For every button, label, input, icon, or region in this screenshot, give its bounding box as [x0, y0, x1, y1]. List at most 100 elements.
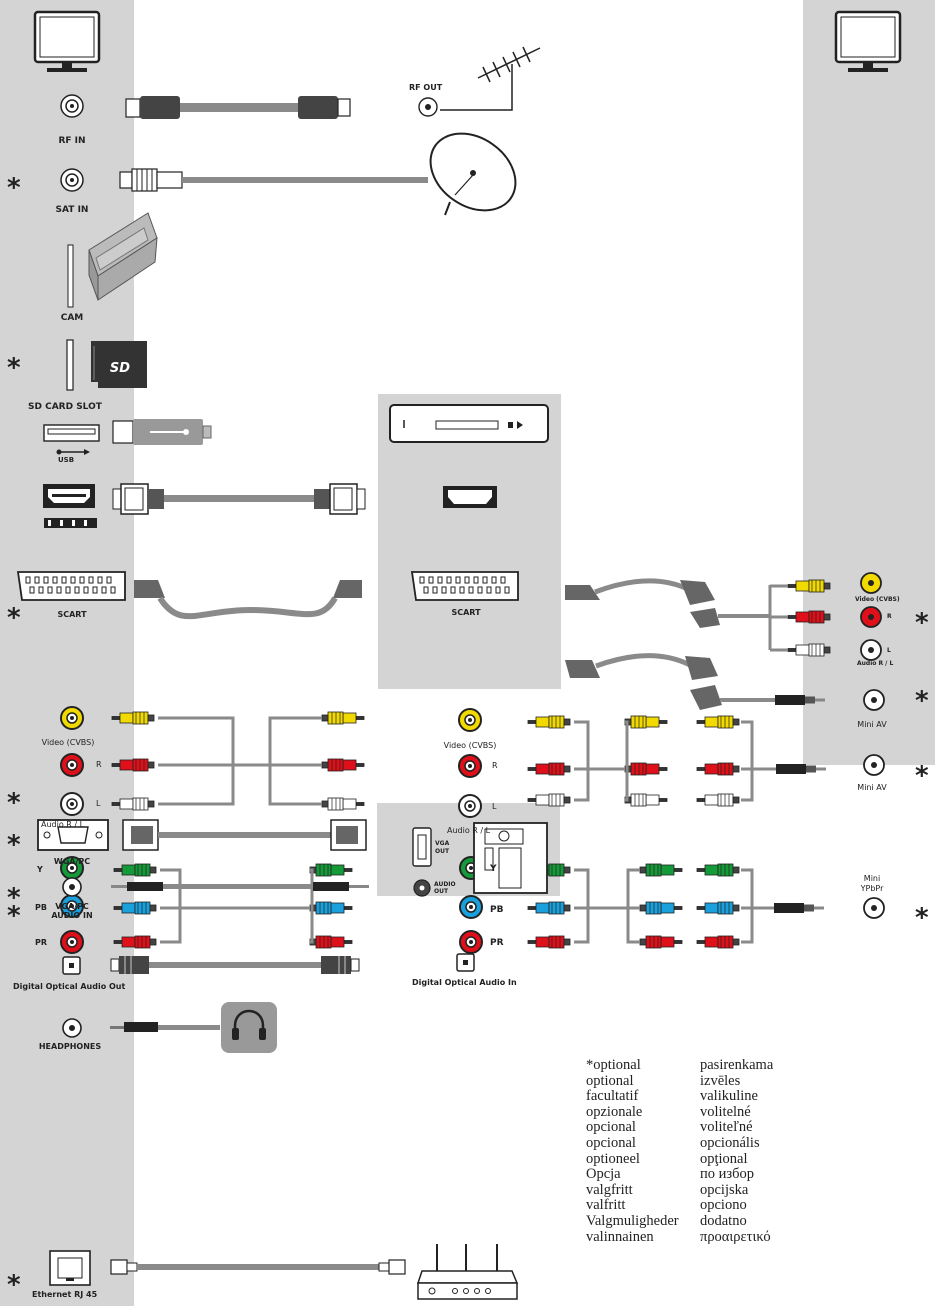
rca-plug: [111, 711, 155, 725]
vga-audio-in-port[interactable]: [62, 877, 82, 897]
rca-plug: [527, 793, 571, 807]
right-jack-video[interactable]: [860, 572, 882, 594]
scart-pin: [446, 576, 452, 584]
vga-audio-in-label-2: AUDIO IN: [51, 911, 93, 920]
mini-av-jack-1[interactable]: [863, 689, 885, 711]
headphones-icon: [221, 1002, 277, 1053]
scart-pin: [47, 586, 53, 594]
right-jack-r[interactable]: [860, 606, 882, 628]
tv-optical-out-port[interactable]: [62, 956, 81, 975]
player-audio-rl-label: Audio R / L: [447, 826, 491, 835]
player-composite-jack[interactable]: [458, 794, 482, 818]
right-video-label: Video (CVBS): [855, 596, 900, 603]
legend-item: valinnainen: [586, 1228, 654, 1245]
player-component-jack[interactable]: [459, 930, 483, 954]
player-composite-jack[interactable]: [458, 754, 482, 778]
hdmi-port[interactable]: [43, 484, 95, 508]
optional-marker-composite: *: [7, 788, 21, 818]
player-optical-in-port[interactable]: [456, 953, 475, 972]
scart-pin: [468, 586, 474, 594]
cam-slot[interactable]: [67, 244, 74, 308]
scart-pin: [464, 576, 470, 584]
scart-pin: [459, 586, 465, 594]
tv-component-jack[interactable]: [60, 930, 84, 954]
legend-item: volitelné: [700, 1103, 751, 1120]
rca-plug: [527, 901, 571, 915]
usb-port[interactable]: [43, 424, 100, 442]
ethernet-port[interactable]: [49, 1250, 91, 1286]
cam-module-icon: [88, 212, 158, 301]
legend-item: opcional: [586, 1119, 636, 1136]
rca-plug: [113, 935, 157, 949]
scart-pin: [92, 586, 98, 594]
mini-av-jack-2[interactable]: [863, 754, 885, 776]
right-audio-rl-label: Audio R / L: [857, 660, 894, 667]
scart-pin: [56, 586, 62, 594]
cable-line: [160, 868, 182, 944]
rf-in-port[interactable]: [60, 94, 84, 118]
scart-pin: [473, 576, 479, 584]
tv-scart-port[interactable]: [16, 571, 126, 601]
scart-pin: [500, 576, 506, 584]
tv-pr-label: PR: [35, 938, 48, 947]
headphones-port[interactable]: [62, 1018, 82, 1038]
cable-line: [574, 868, 590, 944]
legend-item: valfritt: [586, 1197, 626, 1214]
player-hdmi-port[interactable]: [443, 486, 497, 508]
tv-composite-jack[interactable]: [60, 706, 84, 730]
rca-plug: [639, 901, 683, 915]
sat-in-port[interactable]: [60, 168, 84, 192]
mini-ypbpr-jack[interactable]: [863, 897, 885, 919]
rca-plug: [696, 901, 740, 915]
player-scart-port[interactable]: [410, 571, 519, 601]
tv-composite-jack[interactable]: [60, 753, 84, 777]
sat-in-label: SAT IN: [55, 205, 89, 215]
usb-label: USB: [58, 456, 75, 464]
pc-vga-out-label-2: OUT: [435, 848, 450, 855]
legend-item: opzionale: [586, 1103, 643, 1120]
player-component-jack[interactable]: [459, 895, 483, 919]
usb-symbol-icon: [56, 449, 90, 455]
scart-pins-player: [419, 576, 510, 594]
player-box-panel: [378, 394, 561, 689]
optional-marker-component: *: [7, 901, 21, 931]
rca-plug: [624, 793, 668, 807]
rca-plug: [309, 863, 353, 877]
mini-ypbpr-label-1: Mini: [863, 874, 881, 883]
ethernet-label: Ethernet RJ 45: [32, 1290, 98, 1299]
tv-composite-jack[interactable]: [60, 792, 84, 816]
legend-item: valikuline: [700, 1088, 758, 1105]
rca-plug: [787, 610, 831, 624]
headphone-cable: [110, 1022, 220, 1032]
tv-optical-out-label: Digital Optical Audio Out: [13, 982, 126, 991]
sd-card-slot[interactable]: [66, 339, 74, 391]
legend-item: voliteľné: [700, 1119, 753, 1136]
scart-pin: [70, 576, 76, 584]
rca-plug: [696, 935, 740, 949]
right-jack-l[interactable]: [860, 639, 882, 661]
hdmi-cable: [112, 483, 366, 515]
player-composite-jack[interactable]: [458, 708, 482, 732]
cable-line: [268, 716, 322, 806]
vga-pc-label: WGA/PC: [53, 857, 91, 866]
scart-pin: [101, 586, 107, 594]
player-optical-in-label: Digital Optical Audio In: [412, 978, 517, 987]
cable-line: [158, 716, 235, 806]
tv-panel-left: [0, 0, 134, 1306]
scart-pin: [65, 586, 71, 594]
vga-port[interactable]: [37, 819, 109, 851]
rf-out-port[interactable]: [418, 97, 438, 117]
scart-pin: [110, 586, 116, 594]
sd-card-slot-label: SD CARD SLOT: [28, 402, 102, 412]
pc-vga-out-port[interactable]: [412, 827, 432, 867]
scart-pin: [437, 576, 443, 584]
pc-audio-out-port[interactable]: [413, 879, 431, 897]
scart-pin: [486, 586, 492, 594]
legend-item: valgfritt: [586, 1181, 633, 1198]
dvd-player-icon: [389, 404, 549, 443]
sd-label: SD: [110, 361, 130, 376]
legend-item: opţional: [700, 1150, 748, 1167]
right-l-label: L: [887, 647, 891, 654]
pc-vga-out-label-1: VGA: [435, 840, 450, 847]
